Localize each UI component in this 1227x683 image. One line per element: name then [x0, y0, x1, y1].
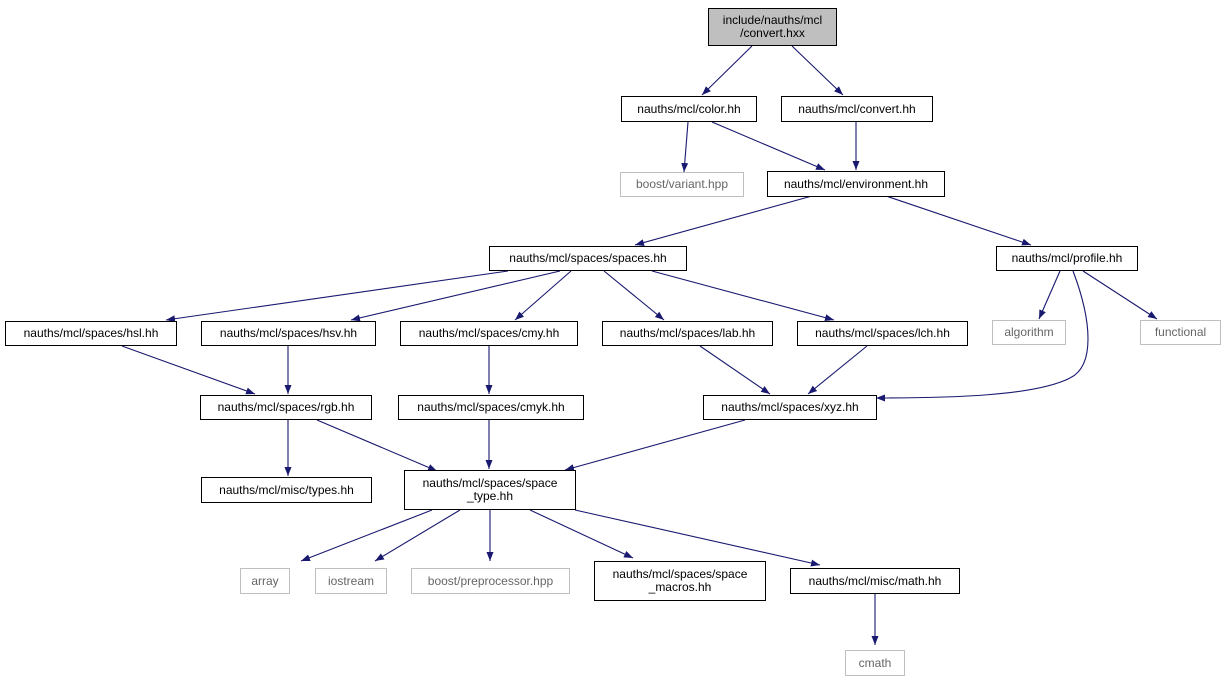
node-convert-hh[interactable]: nauths/mcl/convert.hh [781, 96, 933, 122]
edge-rgb-space-type [316, 419, 438, 472]
node-hsl-hh[interactable]: nauths/mcl/spaces/hsl.hh [5, 321, 177, 346]
edge-space-type-math [574, 509, 821, 567]
node-xyz-hh[interactable]: nauths/mcl/spaces/xyz.hh [703, 395, 877, 420]
edge-root-convert [791, 45, 844, 96]
node-root-convert-hxx: include/nauths/mcl /convert.hxx [708, 8, 837, 46]
node-profile-hh[interactable]: nauths/mcl/profile.hh [996, 246, 1138, 271]
node-lch-hh[interactable]: nauths/mcl/spaces/lch.hh [797, 321, 968, 346]
node-hsv-hh[interactable]: nauths/mcl/spaces/hsv.hh [201, 321, 376, 346]
node-spaces-hh[interactable]: nauths/mcl/spaces/spaces.hh [489, 246, 687, 271]
edge-spaces-lab [603, 270, 665, 321]
edge-space-type-array [300, 509, 433, 562]
node-algorithm: algorithm [992, 320, 1066, 345]
node-boost-preprocessor: boost/preprocessor.hpp [411, 568, 570, 594]
edge-lab-xyz [699, 345, 771, 395]
edge-spaces-hsl [165, 270, 509, 323]
edge-profile-xyz [875, 270, 1089, 402]
node-cmyk-hh[interactable]: nauths/mcl/spaces/cmyk.hh [398, 395, 584, 420]
node-lab-hh[interactable]: nauths/mcl/spaces/lab.hh [602, 321, 773, 346]
edge-spaces-cmy [514, 270, 572, 321]
node-space-type-hh[interactable]: nauths/mcl/spaces/space _type.hh [404, 470, 576, 510]
edge-root-color [701, 45, 753, 96]
node-functional: functional [1140, 320, 1221, 345]
node-space-macros-hh[interactable]: nauths/mcl/spaces/space _macros.hh [594, 561, 766, 601]
edge-color-variant [681, 121, 689, 173]
edge-environment-spaces [634, 195, 813, 246]
edge-profile-functional [1082, 270, 1158, 320]
edge-environment-profile [885, 195, 1032, 246]
node-environment-hh[interactable]: nauths/mcl/environment.hh [767, 171, 945, 197]
node-array: array [240, 568, 290, 594]
node-cmy-hh[interactable]: nauths/mcl/spaces/cmy.hh [400, 321, 578, 346]
node-cmath: cmath [845, 650, 905, 676]
edge-space-type-space-macros [529, 509, 634, 559]
node-math-hh[interactable]: nauths/mcl/misc/math.hh [790, 568, 960, 594]
edge-profile-algorithm [1038, 270, 1061, 320]
node-boost-variant: boost/variant.hpp [620, 172, 744, 197]
edge-space-type-iostream [374, 509, 461, 562]
node-rgb-hh[interactable]: nauths/mcl/spaces/rgb.hh [200, 395, 372, 420]
node-color-hh[interactable]: nauths/mcl/color.hh [621, 96, 757, 122]
node-types-hh[interactable]: nauths/mcl/misc/types.hh [201, 477, 372, 503]
edge-lch-xyz [807, 345, 868, 395]
node-iostream: iostream [315, 568, 387, 594]
edge-spaces-lch [651, 270, 835, 322]
edge-color-environment [711, 121, 826, 171]
edge-xyz-space-type [564, 419, 746, 471]
edge-spaces-hsv [350, 270, 561, 322]
edge-hsl-rgb [121, 345, 256, 395]
